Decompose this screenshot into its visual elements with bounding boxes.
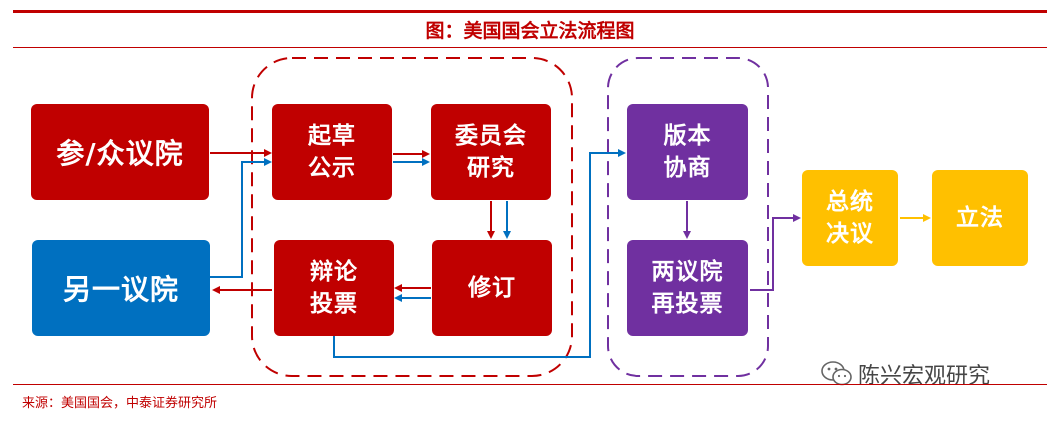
node-draft: 起草 公示 bbox=[272, 104, 392, 200]
node-conference-label: 版本 协商 bbox=[663, 123, 712, 181]
node-revise: 修订 bbox=[432, 240, 552, 336]
node-draft-label: 起草 公示 bbox=[308, 123, 356, 181]
node-law: 立法 bbox=[932, 170, 1028, 266]
node-debate-label: 辩论 投票 bbox=[310, 259, 358, 317]
watermark-text: 陈兴宏观研究 bbox=[858, 364, 991, 389]
node-both-vote-label: 两议院 再投票 bbox=[651, 259, 724, 317]
arrow-debate-to-conference bbox=[333, 149, 626, 358]
node-chamber-label: 参/众议院 bbox=[56, 137, 184, 170]
watermark: 陈兴宏观研究 bbox=[820, 358, 990, 390]
bottom-rule bbox=[13, 384, 1047, 385]
conference-group bbox=[607, 57, 769, 377]
node-other-chamber-label: 另一议院 bbox=[62, 273, 179, 306]
node-president: 总统 决议 bbox=[802, 170, 898, 266]
source-note: 来源：美国国会，中泰证券研究所 bbox=[22, 396, 218, 411]
title-divider bbox=[13, 47, 1047, 48]
node-debate: 辩论 投票 bbox=[274, 240, 394, 336]
figure-title: 图：美国国会立法流程图 bbox=[425, 20, 635, 42]
node-other-chamber: 另一议院 bbox=[32, 240, 210, 336]
arrow-other-to-draft bbox=[210, 158, 272, 278]
node-committee-label: 委员会 研究 bbox=[455, 123, 527, 181]
node-law-label: 立法 bbox=[956, 205, 1004, 231]
node-chamber: 参/众议院 bbox=[31, 104, 209, 200]
arrow-vote-to-president bbox=[750, 214, 801, 291]
node-committee: 委员会 研究 bbox=[431, 104, 551, 200]
node-conference: 版本 协商 bbox=[627, 104, 748, 200]
top-rule bbox=[13, 10, 1047, 13]
house-process-group bbox=[251, 57, 573, 377]
node-president-label: 总统 决议 bbox=[826, 189, 874, 247]
node-revise-label: 修订 bbox=[468, 275, 516, 301]
node-both-vote: 两议院 再投票 bbox=[627, 240, 748, 336]
